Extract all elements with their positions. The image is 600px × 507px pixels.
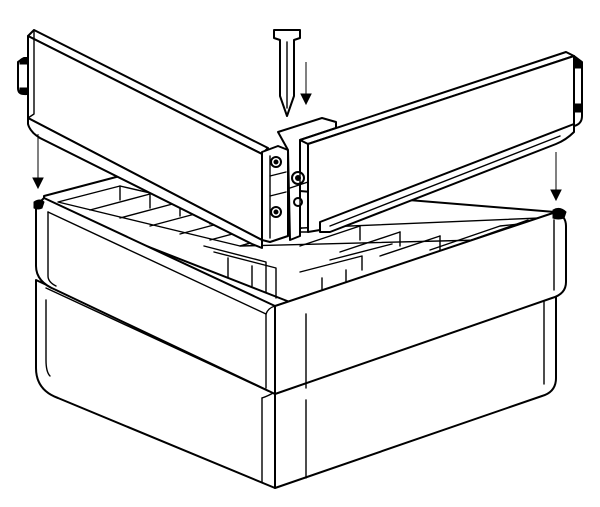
pin-icon <box>273 29 301 117</box>
arrow-down-icon <box>550 152 562 202</box>
bottom-module-right-face <box>274 293 557 489</box>
left-panel-bottom-lip <box>27 117 263 249</box>
bottom-module-left-face <box>35 279 276 489</box>
right-panel <box>299 51 583 233</box>
left-panel-hinge <box>261 145 289 243</box>
arrow-down-icon <box>300 62 312 106</box>
bottom-module <box>35 279 557 489</box>
arrow-down-icon <box>32 134 44 190</box>
left-panel <box>17 29 289 249</box>
